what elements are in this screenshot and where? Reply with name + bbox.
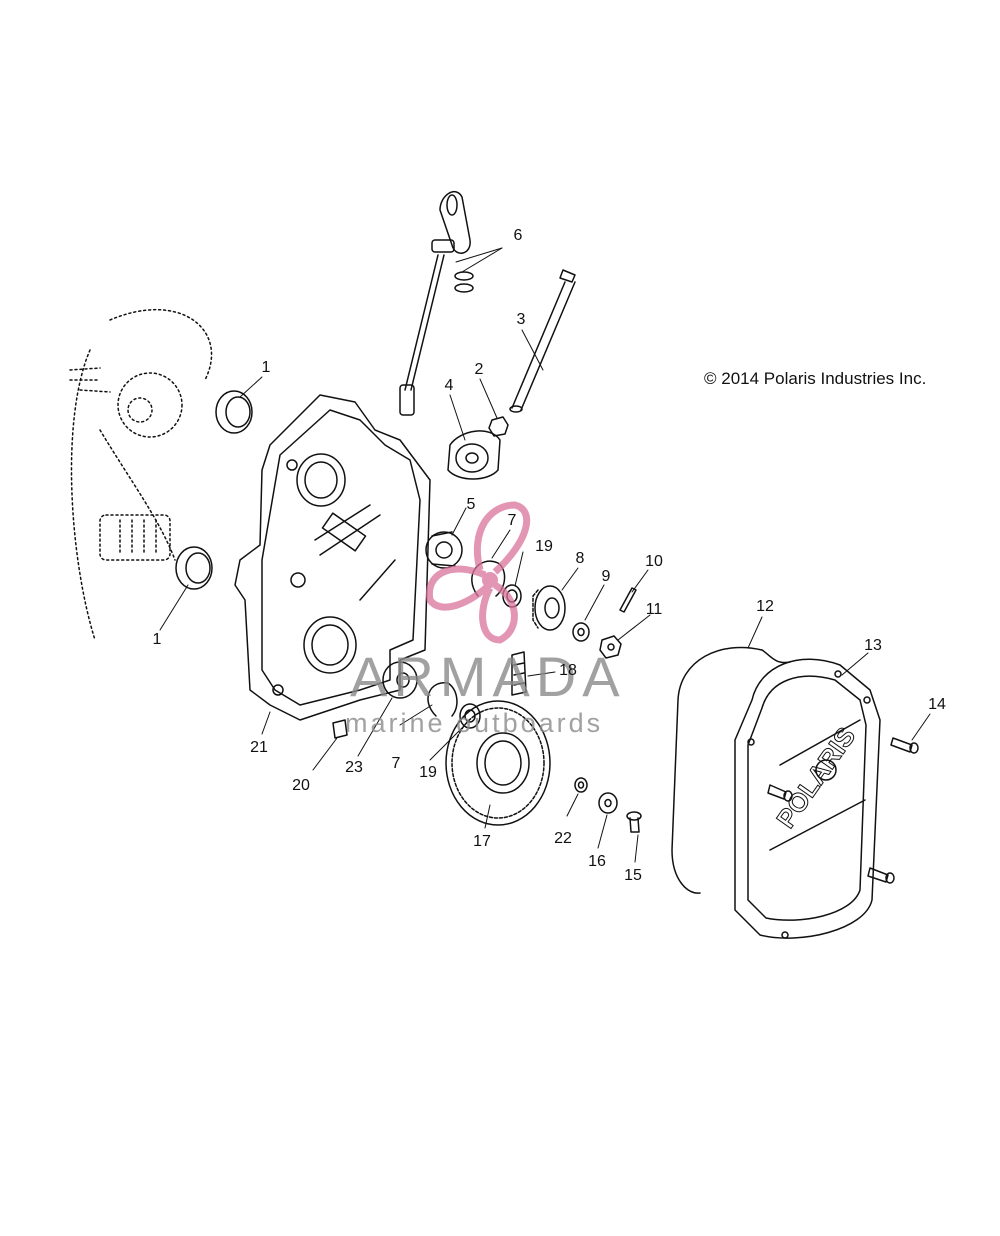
- callout-bearing-23: 23: [345, 759, 363, 776]
- callout-sprocket: 8: [575, 550, 585, 567]
- callout-chain-tensioner: 4: [444, 377, 454, 394]
- leader-lines: [159, 247, 931, 863]
- washer-22: [574, 777, 588, 793]
- callout-gasket: 12: [756, 598, 774, 615]
- cover-bolt-left: [767, 784, 793, 802]
- gearcase-cover: [734, 658, 881, 939]
- callout-bearing: 5: [466, 496, 476, 513]
- callout-washer-9: 9: [601, 568, 611, 585]
- callout-nut: 2: [474, 361, 484, 378]
- dipstick: [399, 191, 471, 416]
- sprocket: [532, 585, 566, 631]
- callout-castle-nut: 11: [645, 601, 663, 618]
- drain-plug: [332, 719, 348, 739]
- chain-tensioner: [447, 430, 501, 480]
- cover-bolt-lower: [867, 867, 895, 884]
- washer-16: [598, 792, 618, 814]
- drive-shaft-spline: [99, 514, 171, 561]
- bolt-15: [626, 811, 642, 833]
- callout-drain-plug: 20: [292, 777, 310, 794]
- callout-driven-gear: 17: [473, 833, 491, 850]
- callout-washer-22: 22: [554, 830, 572, 847]
- watermark-propeller-logo: [425, 501, 531, 644]
- snap-ring-lower: [427, 682, 458, 717]
- callout-bolt-15: 15: [624, 867, 642, 884]
- drive-clutch-sheave: [69, 309, 213, 641]
- snap-ring-upper: [471, 560, 506, 597]
- cover-gasket: [671, 646, 791, 894]
- callout-cover-bolt: 14: [928, 696, 946, 713]
- seal-upper: [215, 390, 253, 434]
- watermark-brand: ARMADA: [350, 645, 626, 708]
- dipstick-o-rings: [454, 271, 474, 293]
- driven-gear: [445, 700, 551, 826]
- cover-bolt-upper: [890, 737, 919, 754]
- callout-pivot-bolt: 3: [516, 311, 526, 328]
- pivot-bolt: [509, 269, 576, 413]
- callout-chain: 18: [559, 662, 577, 679]
- callout-washer-lower: 19: [419, 764, 437, 781]
- washer-9: [572, 622, 590, 642]
- callout-o-rings: 6: [513, 227, 523, 244]
- castle-nut: [599, 635, 622, 659]
- callout-washer-16: 16: [588, 853, 606, 870]
- bearing: [425, 531, 463, 569]
- cover-logo-text: POLARIS: [770, 722, 861, 834]
- callout-snap-ring-lower: 7: [391, 755, 401, 772]
- callout-seal-upper: 1: [261, 359, 271, 376]
- copyright-notice: © 2014 Polaris Industries Inc.: [704, 369, 927, 388]
- callout-snap-ring-upper: 7: [507, 512, 517, 529]
- callout-washer-upper: 19: [535, 538, 553, 555]
- callout-seal-lower: 1: [152, 631, 162, 648]
- chain: [511, 651, 527, 696]
- seal-lower: [175, 546, 213, 590]
- nut: [488, 416, 509, 437]
- cotter-pin: [619, 587, 637, 613]
- bearing-23: [382, 661, 418, 699]
- callout-cover: 13: [864, 637, 882, 654]
- callout-cotter-pin: 10: [645, 553, 663, 570]
- watermark-tagline: marine outboards: [345, 708, 604, 738]
- callout-housing: 21: [250, 739, 268, 756]
- gearcase-housing: [234, 394, 431, 721]
